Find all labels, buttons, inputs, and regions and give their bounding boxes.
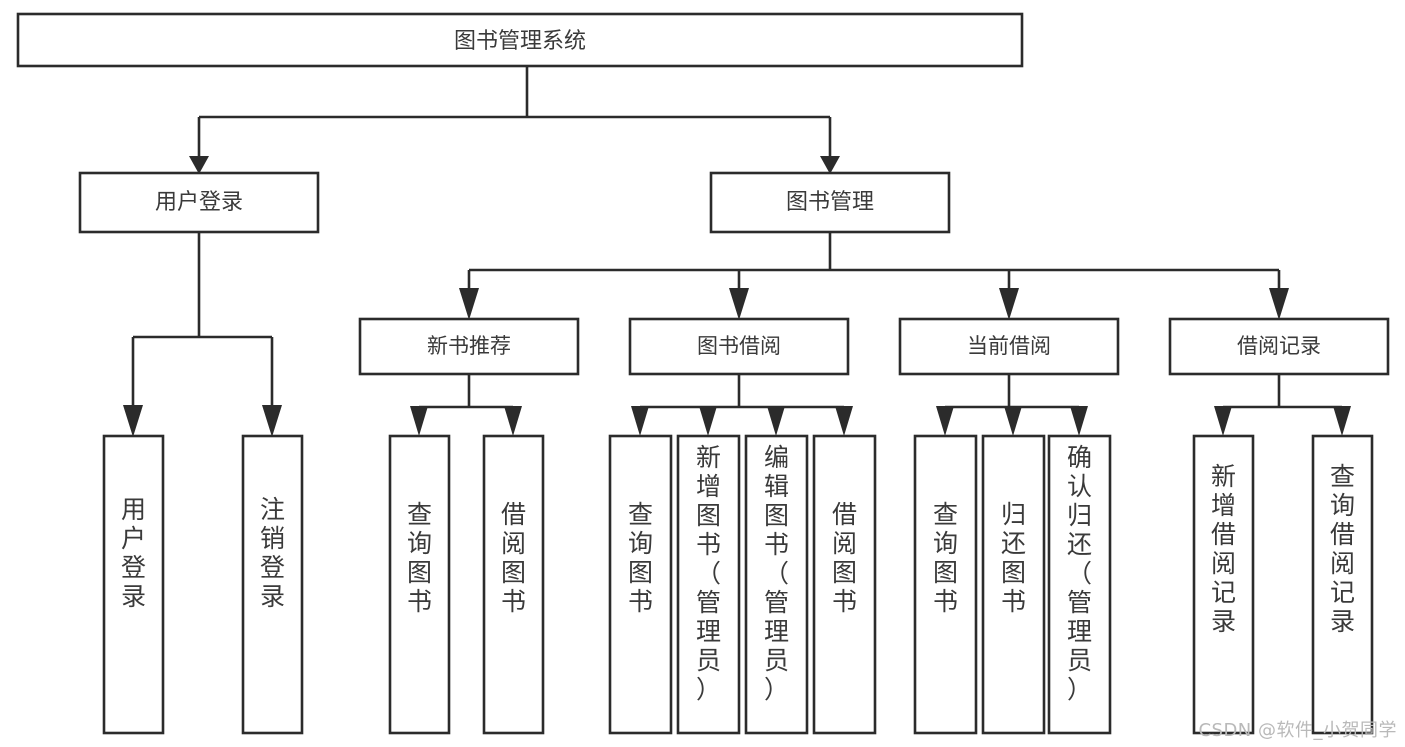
node-current-borrow-label: 当前借阅 — [967, 334, 1051, 358]
arrowhead-icon — [835, 406, 853, 436]
node-book-manage-label: 图书管理 — [786, 190, 874, 215]
arrowhead-icon — [999, 288, 1019, 320]
node-new-book-recommend-box[interactable] — [358, 317, 580, 376]
node-current-borrow[interactable]: 当前借阅 — [898, 317, 1120, 376]
leaf-box-book-borrow-1[interactable] — [676, 434, 741, 735]
node-book-manage[interactable]: 图书管理 — [709, 171, 951, 234]
leaf-boxes-layer — [102, 434, 1374, 735]
arrowhead-icon — [1333, 406, 1351, 436]
arrowhead-icon — [1269, 288, 1289, 320]
node-new-book-recommend-label: 新书推荐 — [427, 334, 511, 358]
node-user-login[interactable]: 用户登录 — [78, 171, 320, 234]
leaf-box-book-borrow-3[interactable] — [812, 434, 877, 735]
node-user-login-box[interactable] — [78, 171, 320, 234]
arrowhead-icon — [936, 406, 954, 436]
leaf-box-borrow-record-1[interactable] — [1311, 434, 1374, 735]
node-root-box[interactable] — [16, 12, 1024, 68]
node-current-borrow-box[interactable] — [898, 317, 1120, 376]
arrowhead-icon — [504, 406, 522, 436]
node-root-label: 图书管理系统 — [454, 29, 586, 54]
leaf-box-new-book-0[interactable] — [388, 434, 451, 735]
arrowhead-icon — [631, 406, 649, 436]
node-root[interactable]: 图书管理系统 — [16, 12, 1024, 68]
leaf-box-borrow-record-0[interactable] — [1192, 434, 1255, 735]
arrowhead-icon — [410, 406, 428, 436]
arrowhead-icon — [1004, 406, 1022, 436]
leaf-box-current-borrow-1[interactable] — [981, 434, 1046, 735]
node-borrow-record-box[interactable] — [1168, 317, 1390, 376]
node-borrow-record[interactable]: 借阅记录 — [1168, 317, 1390, 376]
arrowhead-icon — [123, 405, 143, 437]
leaf-box-book-borrow-0[interactable] — [608, 434, 673, 735]
node-book-borrow-box[interactable] — [628, 317, 850, 376]
leaf-box-current-borrow-2[interactable] — [1047, 434, 1112, 735]
arrowhead-icon — [699, 406, 717, 436]
node-user-login-label: 用户登录 — [155, 190, 243, 215]
arrowhead-icon — [189, 156, 209, 174]
leaf-box-book-borrow-2[interactable] — [744, 434, 809, 735]
arrowhead-icon — [262, 405, 282, 437]
leaf-box-user-login-0[interactable] — [102, 434, 165, 735]
arrowhead-icon — [729, 288, 749, 320]
arrowhead-icon — [1070, 406, 1088, 436]
node-book-manage-box[interactable] — [709, 171, 951, 234]
node-new-book-recommend[interactable]: 新书推荐 — [358, 317, 580, 376]
arrowheads-layer — [123, 156, 1351, 437]
node-book-borrow-label: 图书借阅 — [697, 334, 781, 358]
leaf-box-current-borrow-0[interactable] — [913, 434, 978, 735]
arrowhead-icon — [767, 406, 785, 436]
node-borrow-record-label: 借阅记录 — [1237, 334, 1321, 358]
leaf-box-user-login-1[interactable] — [241, 434, 304, 735]
arrowhead-icon — [459, 288, 479, 320]
node-book-borrow[interactable]: 图书借阅 — [628, 317, 850, 376]
leaf-box-new-book-1[interactable] — [482, 434, 545, 735]
arrowhead-icon — [820, 156, 840, 174]
arrowhead-icon — [1214, 406, 1232, 436]
watermark: CSDN @软件_小贺同学 — [1198, 720, 1397, 741]
